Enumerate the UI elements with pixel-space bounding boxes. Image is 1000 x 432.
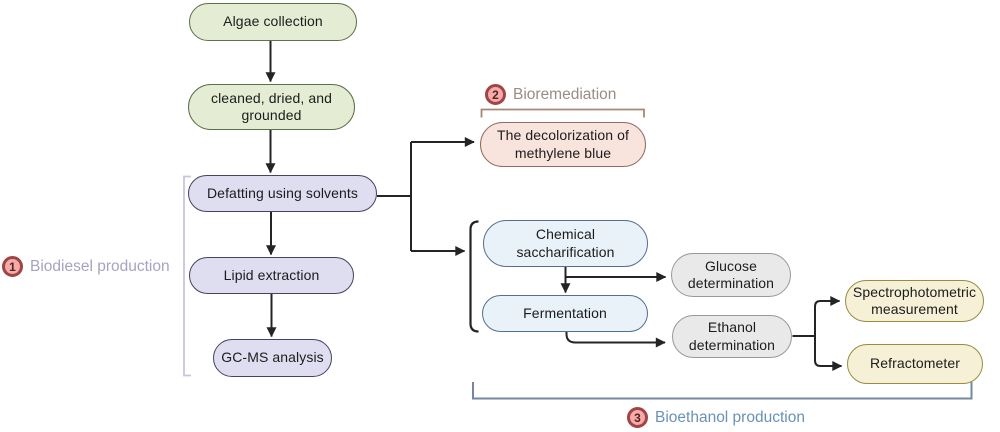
bracket-bioremediation (480, 108, 645, 118)
node-refractometer-label: Refractometer (870, 355, 960, 372)
node-chemical-saccharification: Chemical saccharification (483, 220, 648, 267)
bracket-bioethanol (472, 382, 973, 400)
section-badge-3: 3 (627, 407, 648, 428)
node-fermentation: Fermentation (482, 295, 648, 332)
node-ethanol-determination: Ethanol determination (672, 315, 792, 358)
section-label-bioethanol: 3 Bioethanol production (627, 407, 805, 428)
section-number-2: 2 (492, 87, 499, 102)
section-number-3: 3 (634, 410, 641, 425)
node-algae-collection-label: Algae collection (223, 13, 323, 30)
node-glucose-determination-label: Glucose determination (687, 257, 775, 291)
arrow-split-to-spectrophotometric (814, 296, 841, 336)
brace-saccharification-group (469, 220, 479, 333)
node-spectrophotometric: Spectrophotometric measurement (845, 280, 984, 322)
bracket-biodiesel (183, 175, 191, 377)
node-decolorization-label: The decolorization of methylene blue (496, 127, 630, 161)
node-glucose-determination: Glucose determination (671, 253, 791, 297)
node-algae-collection: Algae collection (189, 3, 357, 41)
node-gcms-analysis-label: GC-MS analysis (221, 349, 324, 366)
arrow-fermentation-to-ethanol (565, 331, 666, 348)
section-label-bioethanol-text: Bioethanol production (655, 408, 805, 426)
section-number-1: 1 (9, 259, 16, 274)
arrow-split-to-refractometer (814, 336, 843, 371)
section-badge-2: 2 (485, 84, 506, 105)
node-chemical-saccharification-label: Chemical saccharification (516, 226, 615, 260)
section-label-biodiesel: 1 Biodiesel production (2, 256, 170, 277)
node-lipid-extraction-label: Lipid extraction (223, 266, 320, 283)
node-ethanol-determination-label: Ethanol determination (688, 319, 776, 353)
node-spectrophotometric-label: Spectrophotometric measurement (852, 283, 977, 317)
node-cleaned-dried: cleaned, dried, and grounded (188, 84, 355, 130)
section-badge-1: 1 (2, 256, 23, 277)
section-label-bioremediation-text: Bioremediation (513, 85, 617, 103)
node-gcms-analysis: GC-MS analysis (213, 339, 332, 377)
node-defatting-label: Defatting using solvents (206, 184, 359, 201)
section-label-biodiesel-text: Biodiesel production (30, 257, 170, 275)
node-lipid-extraction: Lipid extraction (189, 257, 354, 294)
node-refractometer: Refractometer (847, 344, 983, 384)
node-cleaned-dried-label: cleaned, dried, and grounded (211, 89, 332, 123)
node-decolorization: The decolorization of methylene blue (480, 122, 646, 167)
node-defatting: Defatting using solvents (188, 175, 377, 212)
node-fermentation-label: Fermentation (523, 304, 607, 321)
section-label-bioremediation: 2 Bioremediation (485, 84, 616, 105)
